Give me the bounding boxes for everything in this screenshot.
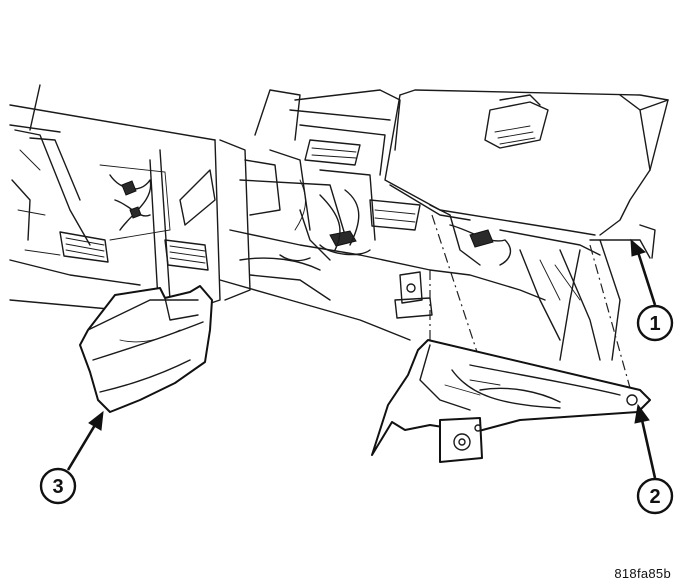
lower-trim-panel: [371, 339, 651, 463]
callout-3: 3: [39, 410, 104, 505]
callout-2: 2: [634, 403, 674, 515]
callout-1: 1: [630, 238, 674, 342]
callout-1-label: 1: [649, 313, 660, 335]
glove-box-panel: [384, 89, 669, 361]
callout-1-circle: [636, 304, 674, 342]
callout-2-circle: [636, 477, 674, 515]
callout-3-circle: [39, 467, 77, 505]
center-console-structure: [219, 89, 433, 341]
alignment-guides: [429, 214, 633, 396]
callout-2-label: 2: [649, 486, 660, 508]
figure-reference-code: 818fa85b: [614, 566, 671, 581]
callout-3-label: 3: [52, 476, 63, 498]
instrument-panel-left-structure: [9, 84, 251, 311]
side-trim-cover: [79, 285, 213, 413]
